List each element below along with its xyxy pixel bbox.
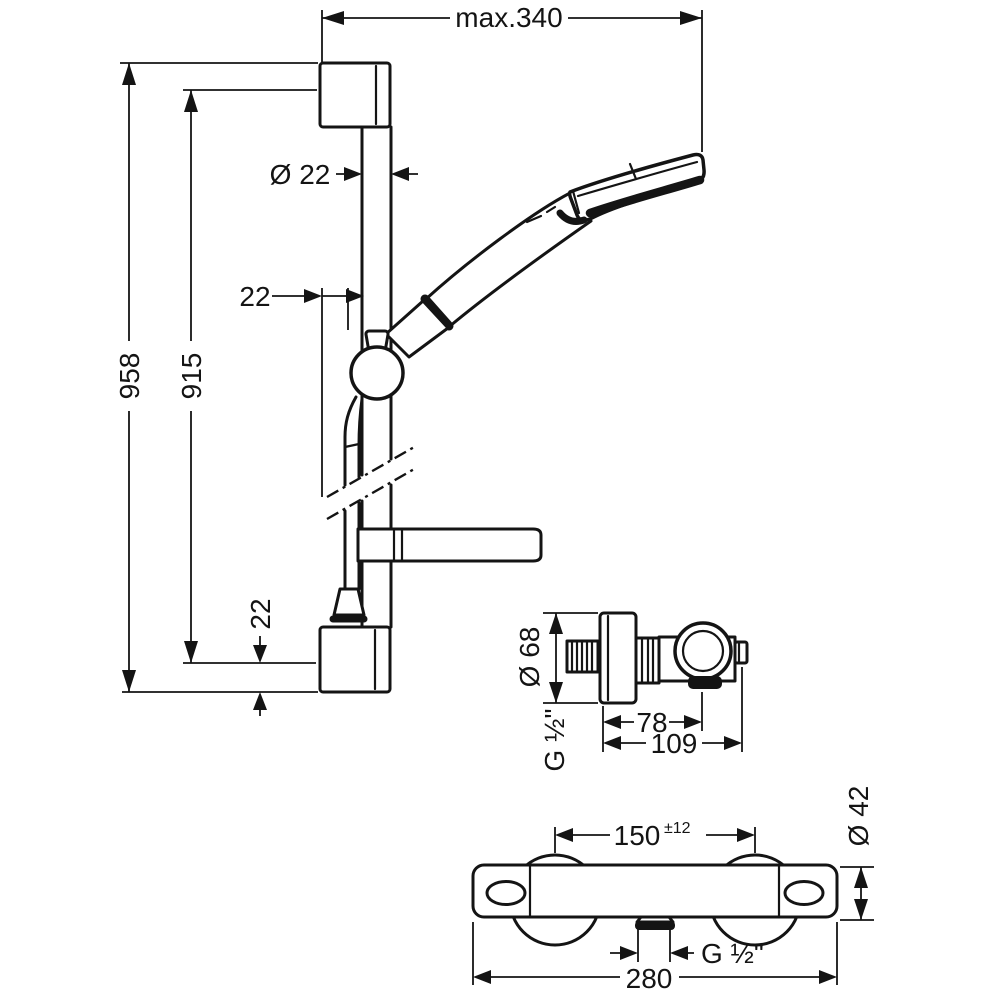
dim-label-150-tolerance: ±12 xyxy=(664,820,691,837)
shower-rail xyxy=(360,125,393,629)
dimension-958: 958 xyxy=(114,62,318,693)
dimension-escutcheon-68: Ø 68 xyxy=(514,612,598,704)
soap-dish xyxy=(356,527,543,563)
wall-escutcheon-flange xyxy=(598,611,638,705)
dimension-78: 78 xyxy=(602,692,703,752)
spray-face xyxy=(585,175,705,218)
bottom-outlet-side xyxy=(688,676,722,689)
dim-label-915: 915 xyxy=(176,353,207,400)
shower-outlet-front xyxy=(635,921,675,930)
dim-label-rail-diameter: Ø 22 xyxy=(270,159,331,190)
dim-label-escutcheon-diameter: Ø 68 xyxy=(514,627,545,688)
dim-label-outlet-thread: G ½" xyxy=(701,938,764,969)
wall-bracket-top xyxy=(318,61,392,129)
dimension-outlet-thread: G ½" xyxy=(610,927,764,969)
mixer-side-view xyxy=(565,611,749,705)
rail-break-lines xyxy=(326,444,417,521)
hose-cone-fitting xyxy=(332,587,366,617)
mixer-front-view xyxy=(471,853,839,947)
label-wall-thread: G ½" xyxy=(539,709,570,772)
handle-cone xyxy=(384,299,450,359)
handle-right xyxy=(783,880,825,906)
knob-end-cap xyxy=(733,640,749,665)
handle-left xyxy=(485,880,527,906)
dim-label-22-slider: 22 xyxy=(239,281,270,312)
dim-label-109: 109 xyxy=(651,728,698,759)
dim-label-max-340: max.340 xyxy=(455,2,562,33)
dim-label-22-bottom: 22 xyxy=(245,598,276,629)
hand-shower-handle xyxy=(424,191,593,328)
dimension-280: 280 xyxy=(472,922,838,994)
handle-grip-ring xyxy=(420,294,454,331)
dim-label-body-diameter: Ø 42 xyxy=(843,786,874,847)
dimension-42: Ø 42 xyxy=(840,786,874,921)
dimension-150: 150 ±12 xyxy=(554,820,756,853)
holder-knob xyxy=(349,345,405,401)
slider-holder xyxy=(349,329,405,401)
mixer-body-front xyxy=(471,863,839,919)
shower-hose xyxy=(329,395,368,623)
dimension-109: 109 xyxy=(603,667,743,759)
dim-label-280: 280 xyxy=(626,963,673,994)
dim-label-150: 150 xyxy=(614,820,661,851)
dimension-max-340: max.340 xyxy=(321,2,703,152)
dimension-22-bottom: 22 xyxy=(245,598,276,716)
dimension-rail-diameter-22: Ø 22 xyxy=(270,159,418,190)
dim-label-wall-thread: G ½" xyxy=(539,709,570,772)
dim-label-78: 78 xyxy=(636,707,667,738)
wall-bracket-bottom xyxy=(318,625,392,694)
dimension-915: 915 xyxy=(176,89,317,664)
dimension-22-slider: 22 xyxy=(239,281,364,497)
dim-label-958: 958 xyxy=(114,353,145,400)
hand-shower xyxy=(384,152,706,359)
